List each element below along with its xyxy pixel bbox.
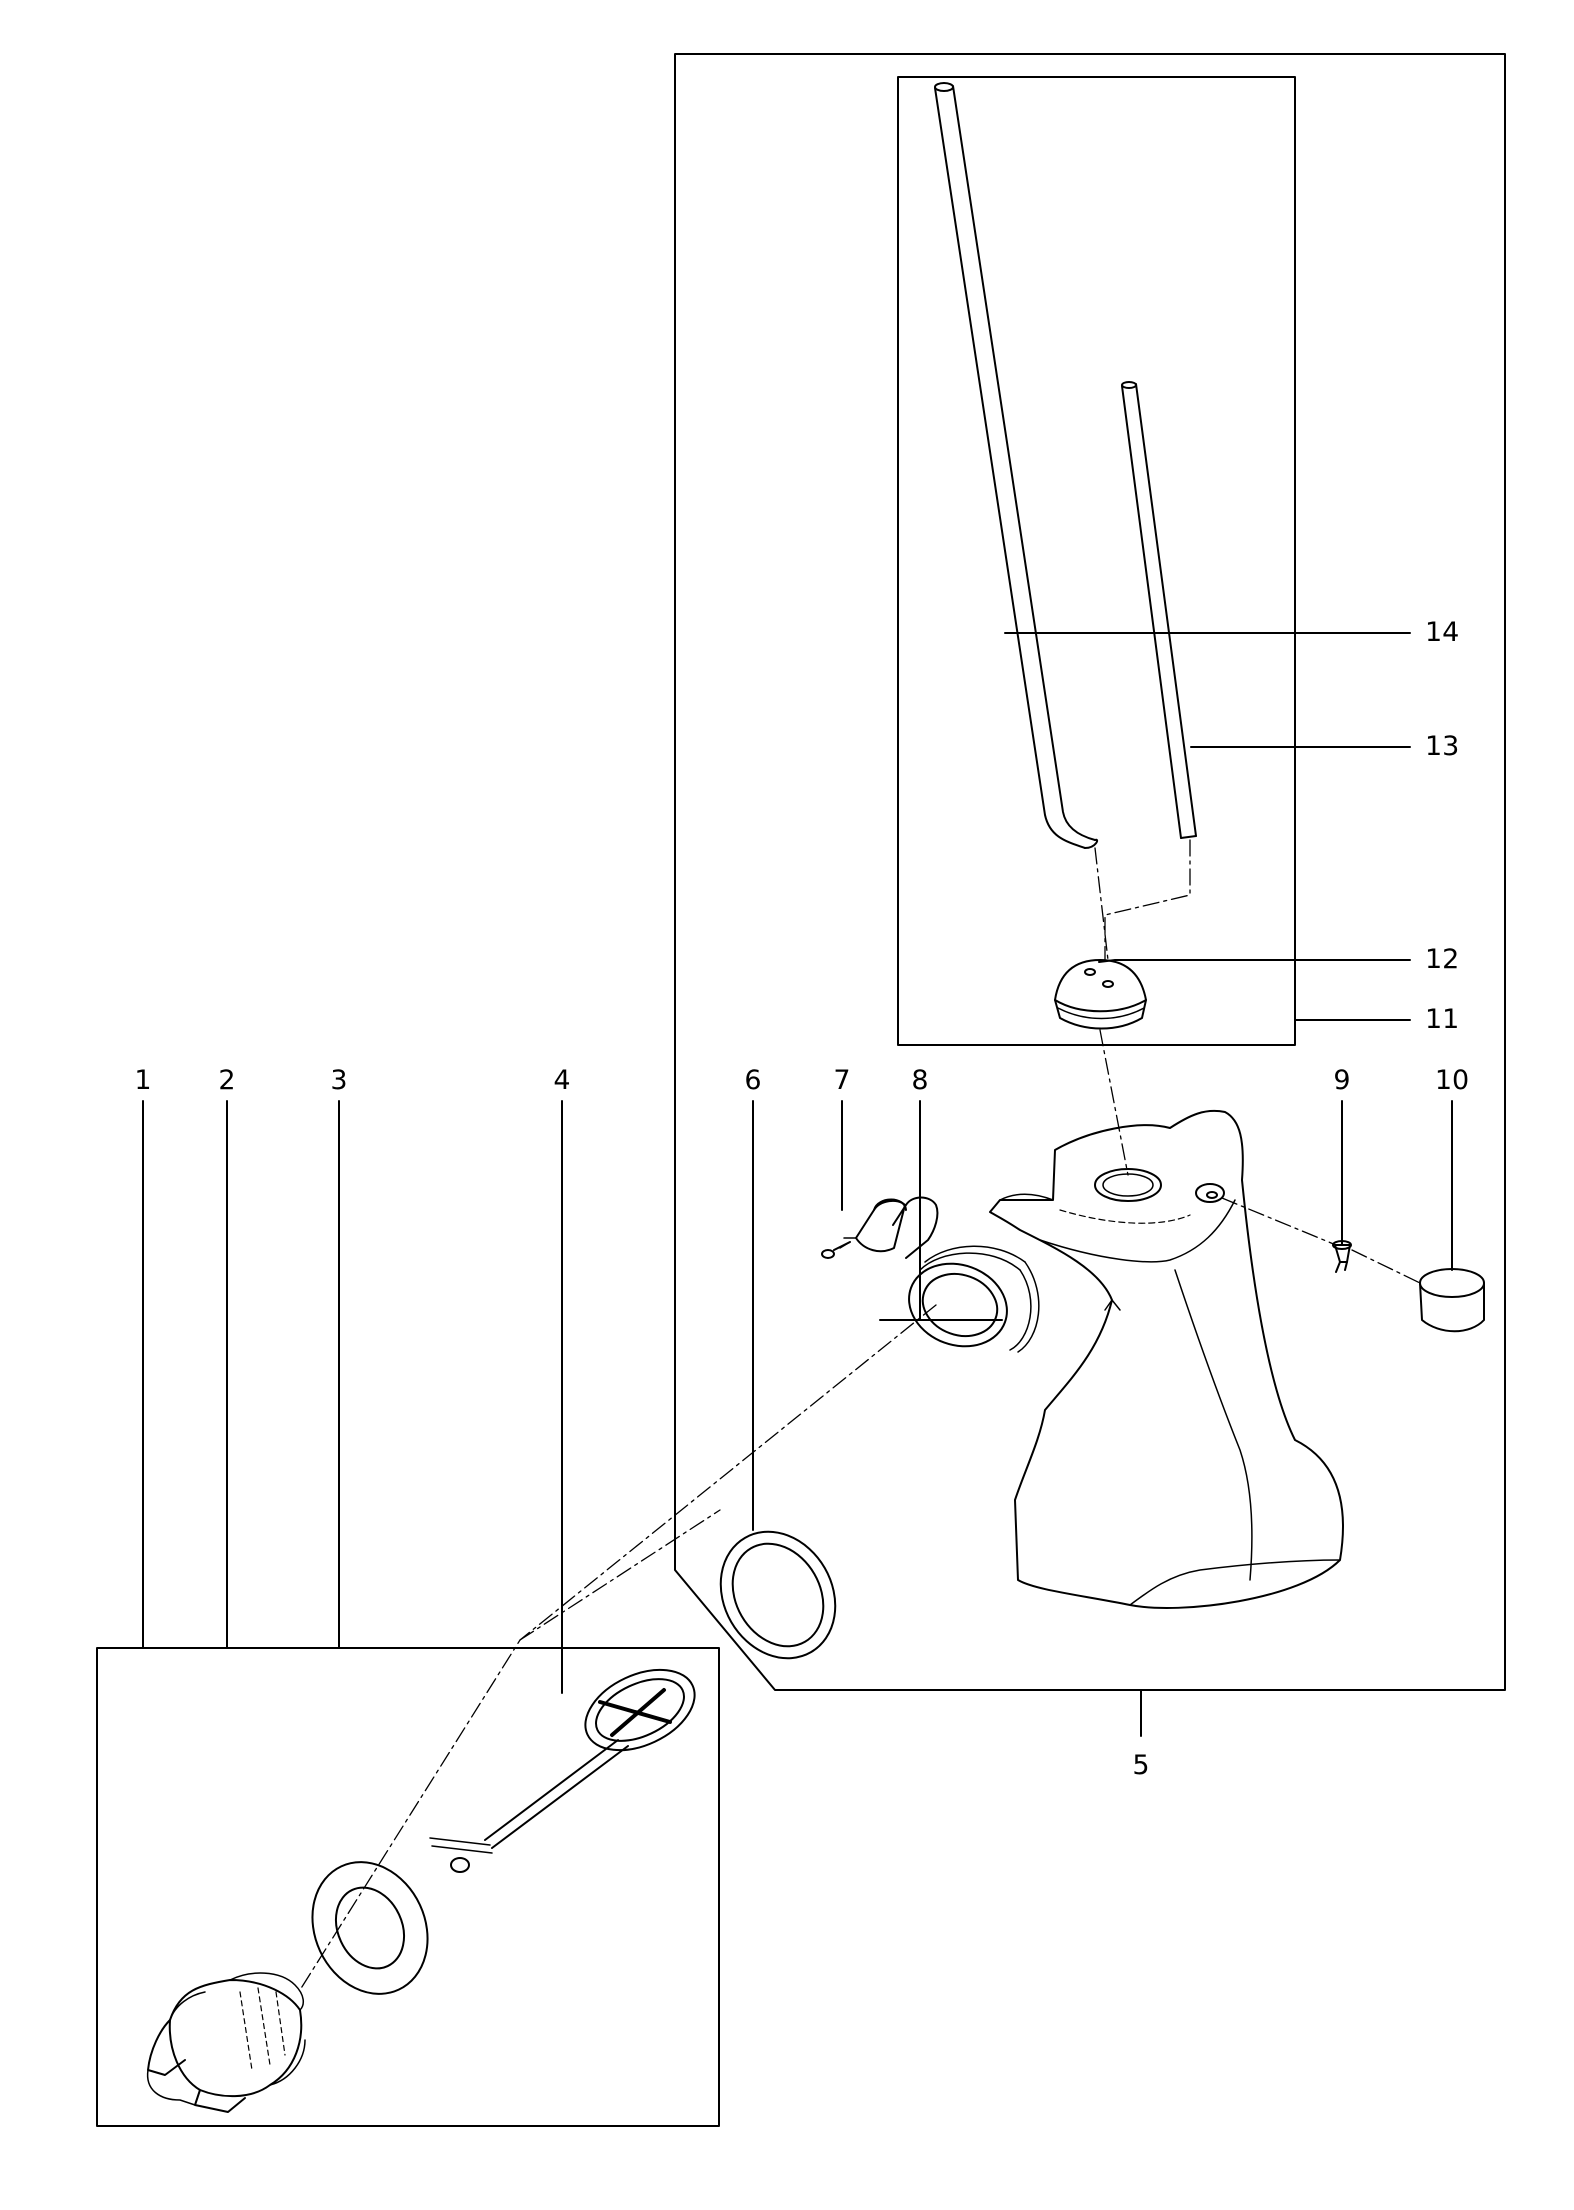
callout-2: 2 — [218, 1065, 236, 1096]
callout-6: 6 — [744, 1065, 762, 1096]
callout-7: 7 — [833, 1065, 851, 1096]
assembly-axis-lines — [299, 839, 1421, 1991]
callout-5: 5 — [1132, 1750, 1150, 1781]
fuel-hose — [934, 82, 1099, 849]
callout-4: 4 — [553, 1065, 571, 1096]
callout-11: 11 — [1425, 1004, 1460, 1035]
hose-kit-frame — [897, 76, 1296, 1046]
callout-12: 12 — [1425, 944, 1460, 975]
valve-cap — [1419, 1268, 1485, 1333]
cap-gasket — [311, 1861, 429, 1995]
callout-13: 13 — [1425, 731, 1460, 762]
neck-o-ring — [719, 1530, 837, 1660]
tank-neck — [908, 1245, 1040, 1353]
callout-3: 3 — [330, 1065, 348, 1096]
tank-fill-opening — [1094, 1168, 1162, 1202]
tank-assembly-frame — [674, 53, 1506, 1691]
callout-9: 9 — [1333, 1065, 1351, 1096]
cap-housing — [146, 1972, 306, 2113]
callout-1: 1 — [134, 1065, 152, 1096]
return-hose — [1121, 381, 1197, 839]
callout-14: 14 — [1425, 617, 1460, 648]
cap-assembly-frame — [96, 1647, 720, 2127]
grommet — [1054, 959, 1147, 1030]
leader-12 — [1098, 959, 1411, 963]
fuel-tank — [989, 1109, 1344, 1609]
callout-8: 8 — [911, 1065, 929, 1096]
fuel-filter — [821, 1196, 939, 1259]
callout-10: 10 — [1434, 1065, 1470, 1096]
leader-lines — [142, 632, 1453, 1737]
fuel-filter-strainer — [429, 1668, 696, 1873]
